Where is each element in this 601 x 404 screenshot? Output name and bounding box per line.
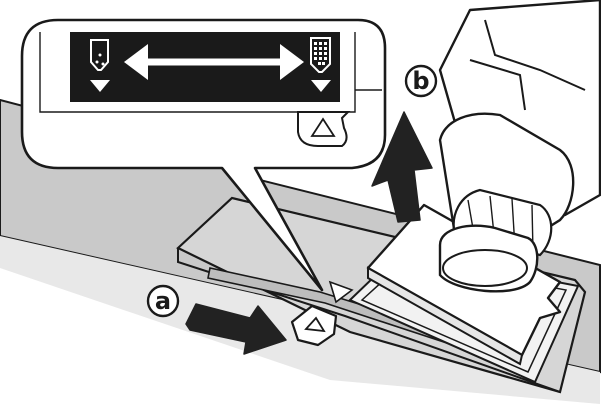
callout-machine-outline bbox=[39, 32, 356, 113]
slider-position-mark bbox=[328, 280, 354, 304]
setting-label-panel bbox=[70, 32, 340, 102]
left-right-arrow-icon bbox=[124, 44, 304, 80]
step-marker-b: b bbox=[404, 64, 438, 98]
sleeve-fold bbox=[484, 19, 586, 91]
step-label-a: a bbox=[155, 287, 171, 315]
drip-tray-plate-lip bbox=[367, 266, 524, 366]
cylinder bbox=[438, 224, 539, 293]
callout-slider-button bbox=[297, 111, 351, 147]
arrow-push-right bbox=[185, 303, 287, 355]
arrow-lift-up bbox=[371, 111, 433, 223]
slider-button[interactable] bbox=[290, 304, 338, 347]
cylinder-rim bbox=[442, 249, 528, 287]
triangle-up-icon bbox=[304, 316, 326, 333]
sleeve-fold-2 bbox=[469, 59, 526, 111]
callout-triangle-up-icon bbox=[310, 117, 336, 137]
drip-tray-coarse-icon bbox=[90, 39, 110, 92]
step-label-b: b bbox=[412, 67, 429, 95]
step-marker-a: a bbox=[146, 284, 180, 318]
drip-tray-fine-icon bbox=[310, 37, 331, 92]
